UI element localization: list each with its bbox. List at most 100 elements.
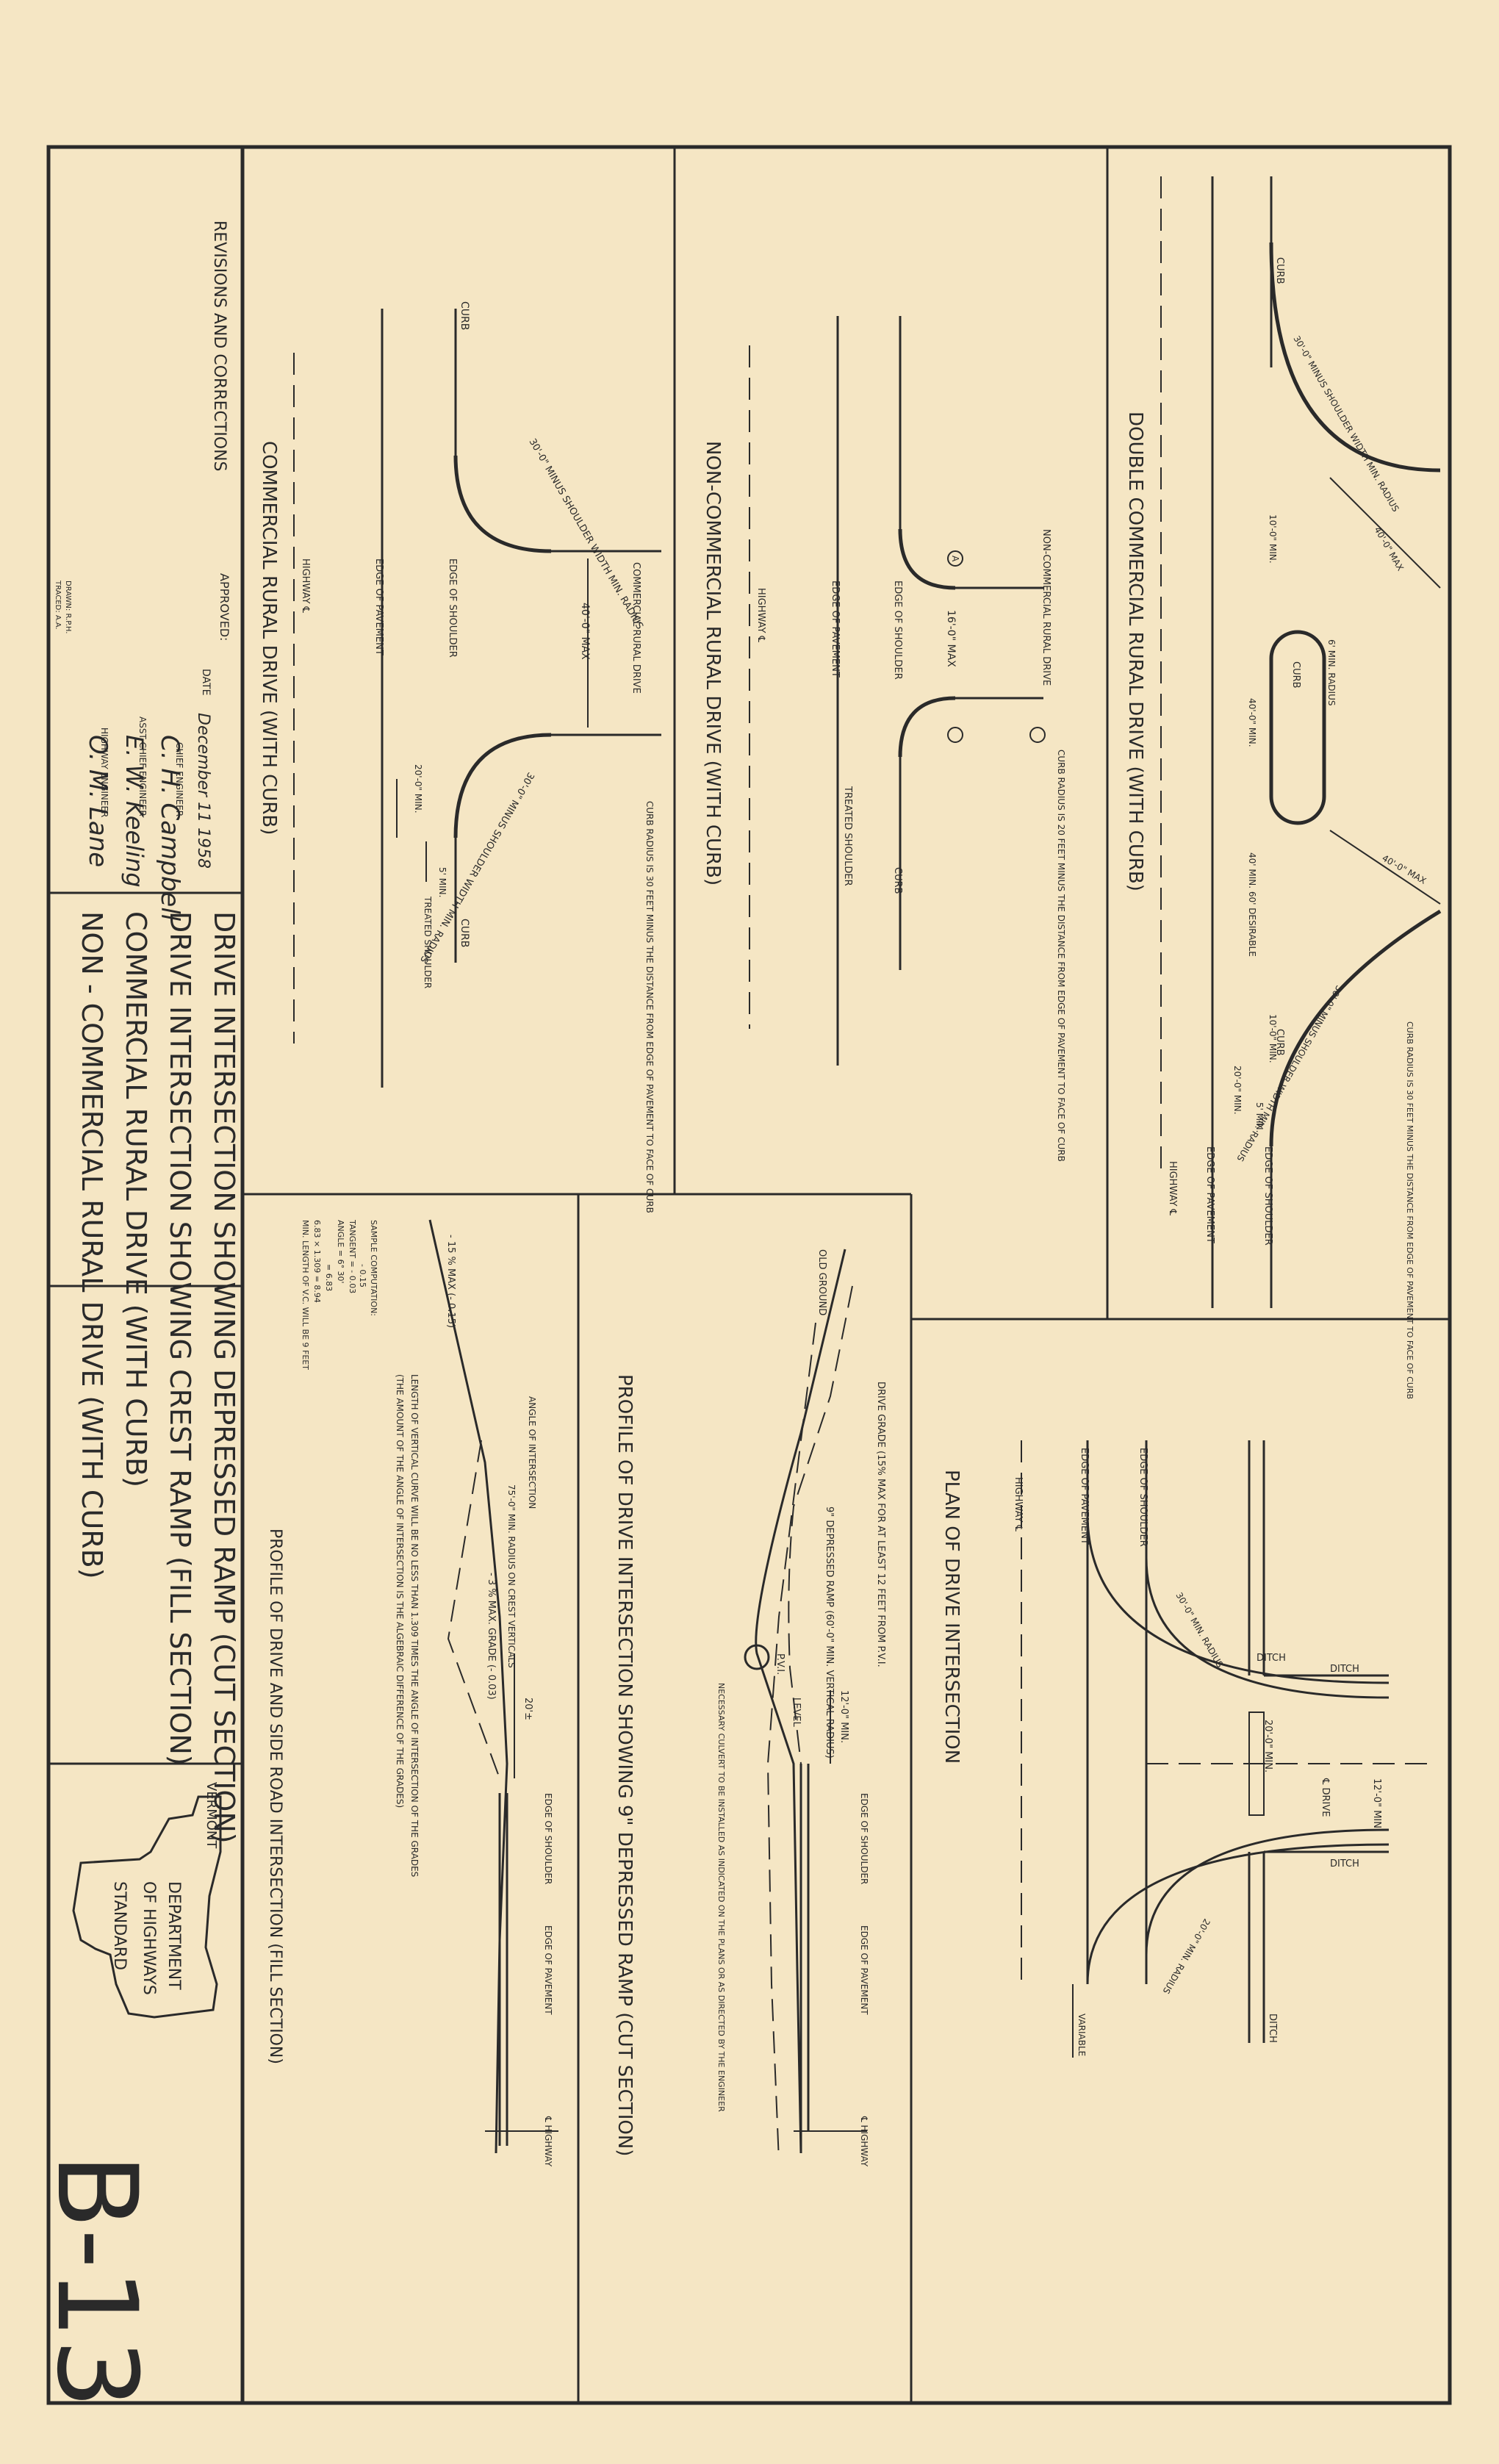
double-island-radius: 6' MIN. RADIUS [1326, 639, 1337, 706]
depressed-drive-profile [755, 1249, 846, 2154]
commercial-max-width: 40'-0" MAX [579, 603, 591, 660]
depressed-culvert-note: NECESSARY CULVERT TO BE INSTALLED AS IND… [716, 1683, 726, 2112]
commercial-min20: 20'-0" MIN. [413, 764, 423, 813]
noncom-note-marker [1029, 727, 1046, 743]
depressed-drive-grade: DRIVE GRADE (15% MAX FOR AT LEAST 12 FEE… [875, 1382, 886, 1667]
noncom-highway: HIGHWAY ℄ [755, 588, 766, 643]
approved-label: APPROVED: [218, 573, 231, 641]
plan-radius-30 [1086, 1513, 1390, 1684]
sheet-title-2: DRIVE INTERSECTION SHOWING CREST RAMP (F… [164, 911, 196, 1766]
crest-radius-75: 75'-0" MIN. RADIUS ON CREST VERTICALS [506, 1484, 517, 1668]
crest-sample-title: SAMPLE COMPUTATION: [369, 1220, 378, 1316]
crest-grade-left: - 15 % MAX (- 0.15) [445, 1235, 456, 1328]
double-title: DOUBLE COMMERCIAL RURAL DRIVE (WITH CURB… [1124, 412, 1146, 891]
asst-chief-label: ASST CHIEF ENGINEER [137, 716, 148, 816]
title-block: REVISIONS AND CORRECTIONS APPROVED: DATE… [32, 220, 240, 2409]
double-min5: 5' MIN. [1254, 1102, 1265, 1132]
double-max-dim-2 [1329, 830, 1441, 905]
commercial-edge-shoulder: EDGE OF SHOULDER [447, 558, 458, 658]
double-min20: 20'-0" MIN. [1232, 1066, 1243, 1115]
commercial-curb-left-label: CURB [459, 301, 470, 330]
plan-variable-label: VARIABLE [1076, 2014, 1087, 2056]
commercial-edge-pavement: EDGE OF PAVEMENT [373, 558, 384, 655]
double-curb-bottom-label: CURB [1274, 1029, 1285, 1056]
double-curb-top-label: CURB [1274, 257, 1285, 284]
crest-note-2: (THE AMOUNT OF THE ANGLE OF INTERSECTION… [395, 1374, 405, 1808]
double-highway: HIGHWAY ℄ [1167, 1161, 1178, 1216]
plan-culvert [1248, 1711, 1265, 1816]
commercial-drive-label: COMMERCIAL RURAL DRIVE [630, 562, 641, 694]
plan-ditch-3: DITCH [1330, 1858, 1359, 1869]
noncom-marker-a: A [950, 556, 960, 562]
plan-width-20: 20'-0" MIN. [1262, 1720, 1273, 1772]
depressed-edge-pavement: EDGE OF PAVEMENT [859, 1925, 869, 2015]
noncom-title: NON-COMMERCIAL RURAL DRIVE (WITH CURB) [702, 441, 724, 886]
sheet-border [46, 145, 1452, 2405]
plan-drive: ℄ DRIVE [1320, 1778, 1331, 1817]
drawn-by: DRAWN: R.P.H. [64, 581, 72, 633]
double-max-dim-1 [1329, 477, 1441, 589]
state-label: VERMONT [204, 1782, 219, 1849]
crest-sample-5: 6.83 × 1.309 = 8.94 [312, 1220, 322, 1303]
depressed-old-ground: OLD GROUND [816, 1249, 827, 1315]
noncom-curb: CURB [892, 867, 903, 894]
department-line2: OF HIGHWAYS [140, 1881, 158, 1995]
crest-highway: ℄ HIGHWAY [543, 2116, 553, 2167]
double-center-island [1269, 630, 1326, 825]
depressed-level: LEVEL [791, 1698, 802, 1728]
plan-ditch-4: DITCH [1267, 2014, 1278, 2043]
crest-edge-pavement: EDGE OF PAVEMENT [543, 1925, 553, 2015]
noncom-curb-left [898, 528, 956, 590]
crest-sample-2: TANGENT = - 0.03 [348, 1219, 357, 1293]
vermont-state-outline [72, 1795, 222, 2019]
sheet-title-1: DRIVE INTERSECTION SHOWING DEPRESSED RAM… [208, 911, 240, 1844]
crest-edge-shoulder: EDGE OF SHOULDER [543, 1793, 553, 1884]
chief-engineer-signature: C. H. Campbell [155, 735, 184, 922]
depressed-edge-shoulder: EDGE OF SHOULDER [859, 1793, 869, 1884]
noncom-edge-shoulder: EDGE OF SHOULDER [892, 581, 903, 680]
noncom-treated-shoulder: TREATED SHOULDER [842, 786, 853, 886]
sheet-number: B-13 [32, 2153, 160, 2409]
noncom-marker-a-left [947, 550, 963, 567]
asst-chief-signature: E. W. Keeling [121, 735, 148, 888]
double-edge-shoulder: EDGE OF SHOULDER [1262, 1146, 1273, 1246]
sheet-title-4: NON - COMMERCIAL RURAL DRIVE (WITH CURB) [76, 911, 108, 1579]
depressed-pvi: P.V.I. [774, 1653, 786, 1675]
highway-engineer-label: HIGHWAY ENGINEER [99, 728, 109, 817]
double-edge-pavement: EDGE OF PAVEMENT [1204, 1146, 1215, 1243]
noncom-marker-a-right [947, 727, 963, 743]
crest-ramp-panel: - 15 % MAX (- 0.15) ANGLE OF INTERSECTIO… [266, 1219, 558, 2167]
depressed-ramp-panel: OLD GROUND DRIVE GRADE (15% MAX FOR AT L… [614, 1249, 886, 2167]
double-min10-a: 10'-0" MIN. [1268, 514, 1278, 564]
noncom-edge-pavement: EDGE OF PAVEMENT [830, 581, 841, 678]
plan-ditch-1: DITCH [1257, 1653, 1286, 1664]
date-value: December 11 1958 [194, 713, 212, 869]
plan-title: PLAN OF DRIVE INTERSECTION [941, 1470, 963, 1764]
plan-radius-20 [1086, 1843, 1390, 1985]
double-curb-mid-label: CURB [1290, 661, 1301, 689]
crest-note-1: LENGTH OF VERTICAL CURVE WILL BE NO LESS… [409, 1374, 420, 1877]
noncommercial-panel: A NON-COMMERCIAL RURAL DRIVE 16'-0" MAX … [702, 316, 1066, 1162]
double-curb-top [1269, 242, 1441, 473]
sheet-title-3: COMMERCIAL RURAL DRIVE (WITH CURB) [120, 911, 152, 1487]
chief-engineer-label: CHIEF ENGINEER [174, 742, 184, 816]
crest-sample-1: - 0.15 [358, 1264, 367, 1287]
depressed-min12: 12'-0" MIN. [838, 1690, 849, 1743]
revisions-label: REVISIONS AND CORRECTIONS [210, 220, 229, 472]
commercial-curb-right-label: CURB [459, 919, 470, 947]
double-min40: 40'-0" MIN. [1247, 698, 1257, 747]
double-curb-bottom [1269, 909, 1442, 1147]
commercial-curb-left [453, 455, 552, 553]
plan-radius-shoulder-top [1145, 1557, 1390, 1699]
plan-ditch-2: DITCH [1330, 1664, 1359, 1675]
date-label: DATE [200, 669, 212, 695]
standard-label: STANDARD [110, 1881, 129, 1970]
department-line1: DEPARTMENT [165, 1881, 183, 1990]
plan-radius-shoulder-bottom [1145, 1828, 1390, 1955]
depressed-title: PROFILE OF DRIVE INTERSECTION SHOWING 9"… [614, 1374, 636, 2156]
double-desirable: 40' MIN. 60' DESIRABLE [1247, 852, 1257, 957]
noncom-max-width: 16'-0" MAX [945, 610, 957, 667]
depressed-alt-profile [766, 1322, 816, 2161]
plan-highway-label: HIGHWAY ℄ [1013, 1477, 1024, 1532]
